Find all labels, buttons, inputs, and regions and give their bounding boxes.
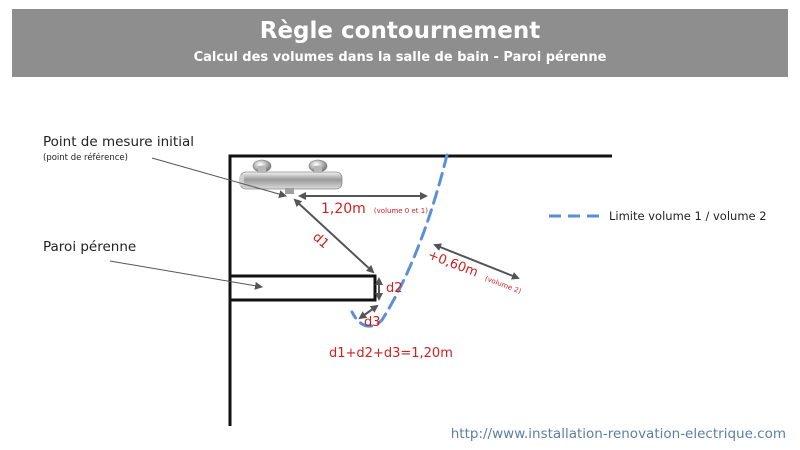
page-subtitle: Calcul des volumes dans la salle de bain… xyxy=(193,50,607,65)
label-point-reference: (point de référence) xyxy=(43,152,128,163)
wall-outline xyxy=(228,154,612,426)
label-formula: d1+d2+d3=1,20m xyxy=(329,346,453,361)
label-1m20-value: 1,20m xyxy=(321,201,366,217)
label-1m20: 1,20m (volume 0 et 1) xyxy=(321,198,428,217)
pointer-line-paroi xyxy=(109,260,263,290)
label-d3: d3 xyxy=(364,315,381,330)
header-banner: Règle contournement Calcul des volumes d… xyxy=(12,9,788,77)
arrow-d1 xyxy=(293,198,375,274)
label-paroi-perenne: Paroi pérenne xyxy=(43,239,136,255)
page-title: Règle contournement xyxy=(259,18,541,44)
shower-mixer-icon xyxy=(239,159,343,194)
arrow-d3 xyxy=(358,304,379,320)
arrow-0m60 xyxy=(433,243,520,280)
label-point-mesure: Point de mesure initial xyxy=(43,134,194,150)
paroi-perenne-partition xyxy=(228,274,377,302)
legend-label: Limite volume 1 / volume 2 xyxy=(609,209,767,223)
footer-link[interactable]: http://www.installation-renovation-elect… xyxy=(450,426,786,442)
label-d2: d2 xyxy=(386,281,403,296)
label-1m20-note: (volume 0 et 1) xyxy=(374,207,428,215)
pointer-line-point-mesure xyxy=(151,157,287,198)
volume-limit-curve xyxy=(350,153,449,328)
label-d1: d1 xyxy=(309,230,331,252)
label-0m60: +0,60m (volume 2) xyxy=(426,244,526,298)
